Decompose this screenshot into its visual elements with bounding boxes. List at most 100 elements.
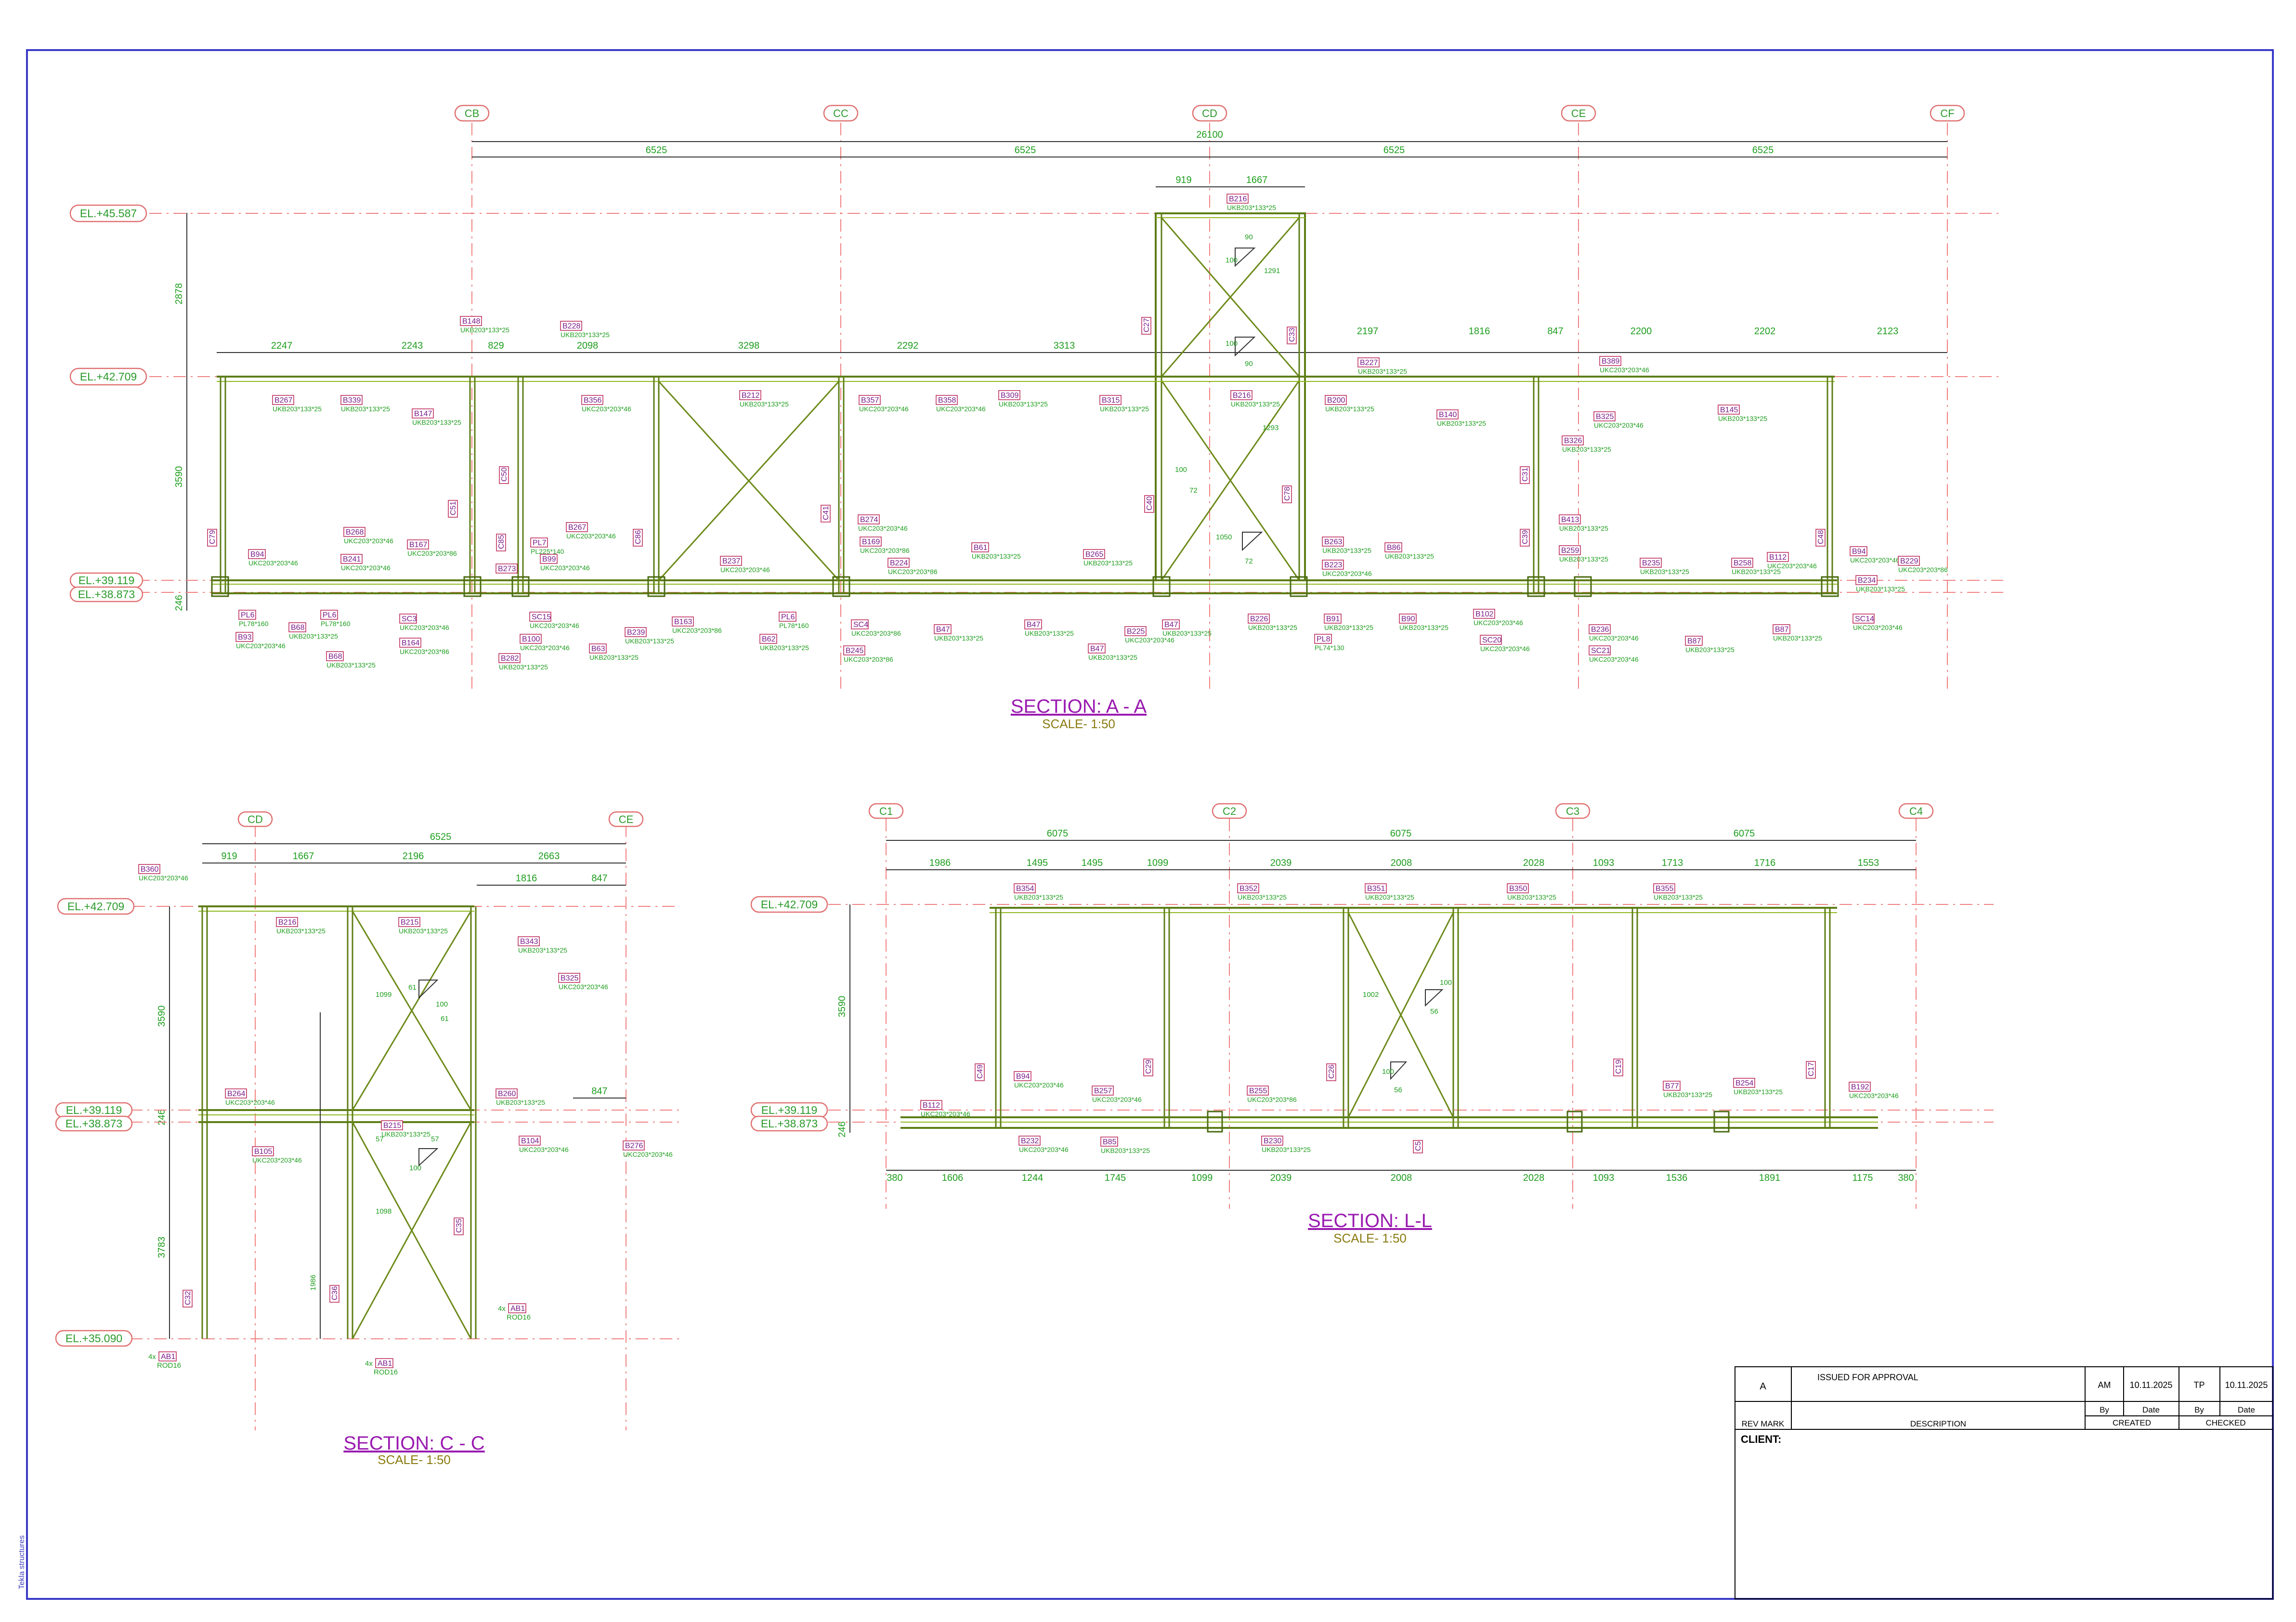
member-id: B94 — [1016, 1073, 1030, 1081]
member-tag-box — [1384, 542, 1402, 552]
member-tag-box — [860, 536, 882, 547]
member-id: B63 — [591, 645, 605, 653]
member-size: UKB203*133*25 — [1088, 654, 1137, 661]
member-size: UKC203*203*46 — [1589, 655, 1639, 663]
member-size: UKB203*133*25 — [1732, 568, 1781, 576]
top-dimension: 919 — [221, 851, 237, 862]
member-size: UKB203*133*25 — [1507, 893, 1556, 901]
anchor-box — [158, 1351, 177, 1361]
member-tag-box — [381, 1120, 403, 1130]
bottom-dimension: 1745 — [1105, 1173, 1126, 1183]
grid-label: C2 — [1223, 805, 1236, 817]
member-id: PL8 — [1317, 635, 1331, 643]
column-tag-box — [821, 505, 831, 523]
member-size: UKC203*203*46 — [582, 405, 631, 413]
member-id: B148 — [462, 317, 480, 326]
member-id: B254 — [1735, 1079, 1753, 1087]
bay-dimension: 6525 — [646, 145, 667, 156]
member-id: B212 — [742, 392, 759, 400]
member-id: B315 — [1102, 396, 1120, 405]
grid-label: CD — [1202, 107, 1217, 119]
span-dimension: 2098 — [577, 340, 599, 351]
member-size: UKC203*203*46 — [858, 524, 908, 532]
column-tag: C29 — [1143, 1059, 1153, 1076]
angle-mark: 100 — [1440, 979, 1452, 987]
member-size: UKB203*133*25 — [1358, 367, 1407, 375]
member-size: UKB203*133*25 — [1262, 1146, 1311, 1153]
member-id: B229 — [1900, 557, 1918, 565]
height-dimension: 3590 — [157, 1006, 167, 1027]
member-id: B273 — [498, 565, 516, 573]
member-size: UKC203*203*46 — [1092, 1096, 1142, 1103]
member-tag-box — [272, 395, 294, 405]
member-size: UKC203*203*46 — [252, 1156, 302, 1164]
column-tag-box — [454, 1217, 464, 1235]
member-size: UKC203*203*46 — [1474, 619, 1523, 627]
top-dimension: 2039 — [1270, 858, 1292, 868]
column-id: C29 — [1145, 1060, 1153, 1074]
member-id: B147 — [414, 410, 432, 418]
section-title: SECTION: A - A — [1011, 696, 1147, 717]
section-a-dimensions: 26100 6525 6525 6525 6525 919 1667 2247 … — [174, 130, 1947, 611]
column-tag-box — [1141, 317, 1151, 335]
elevation-label: EL.+45.587 — [80, 207, 137, 220]
member-tag-box — [1562, 435, 1584, 445]
member-size: UKB203*133*25 — [561, 331, 610, 339]
column-id: C40 — [1146, 497, 1154, 510]
column-id: C17 — [1807, 1062, 1815, 1076]
member-id: B47 — [1090, 645, 1104, 653]
member-id: B163 — [674, 618, 692, 626]
elevation-label: EL.+42.709 — [67, 900, 124, 913]
member-size: UKC203*203*46 — [1594, 421, 1644, 429]
member-tag-box — [566, 522, 588, 532]
member-tag-box — [498, 653, 521, 663]
member-tag-box — [326, 651, 344, 661]
angle-mark: 72 — [1189, 486, 1198, 495]
top-dimension: 1099 — [1147, 858, 1169, 868]
member-tag-box — [1399, 614, 1417, 624]
member-tag-box — [779, 612, 796, 622]
member-tag-box — [1855, 575, 1878, 585]
member-size: UKB203*133*25 — [1365, 893, 1414, 901]
member-size: UKB203*133*25 — [518, 946, 567, 954]
member-size: UKC203*203*46 — [1850, 556, 1900, 564]
by-label: By — [2194, 1405, 2204, 1414]
column-tag-box — [1520, 466, 1530, 484]
elevation-label: EL.+38.873 — [65, 1117, 122, 1130]
bottom-dimension: 1175 — [1852, 1173, 1873, 1183]
member-tag-box — [1365, 883, 1387, 893]
member-size: UKC203*203*46 — [623, 1151, 673, 1158]
section-l-steel: 100 56 1002 100 56 — [900, 907, 1878, 1133]
member-id: B100 — [522, 635, 540, 643]
column-id: C27 — [1143, 318, 1151, 332]
member-id: B339 — [343, 396, 361, 405]
member-tag-box — [759, 634, 777, 644]
member-id: B389 — [1602, 357, 1619, 366]
angle-mark: 1986 — [309, 1275, 317, 1291]
column-tag: C35 — [454, 1217, 464, 1235]
upper-dimension: 1667 — [1246, 175, 1268, 185]
member-tag-box — [1325, 395, 1347, 405]
member-size: UKB203*133*25 — [760, 644, 809, 652]
created-by: AM — [2098, 1380, 2111, 1390]
member-id: SC21 — [1591, 647, 1610, 655]
